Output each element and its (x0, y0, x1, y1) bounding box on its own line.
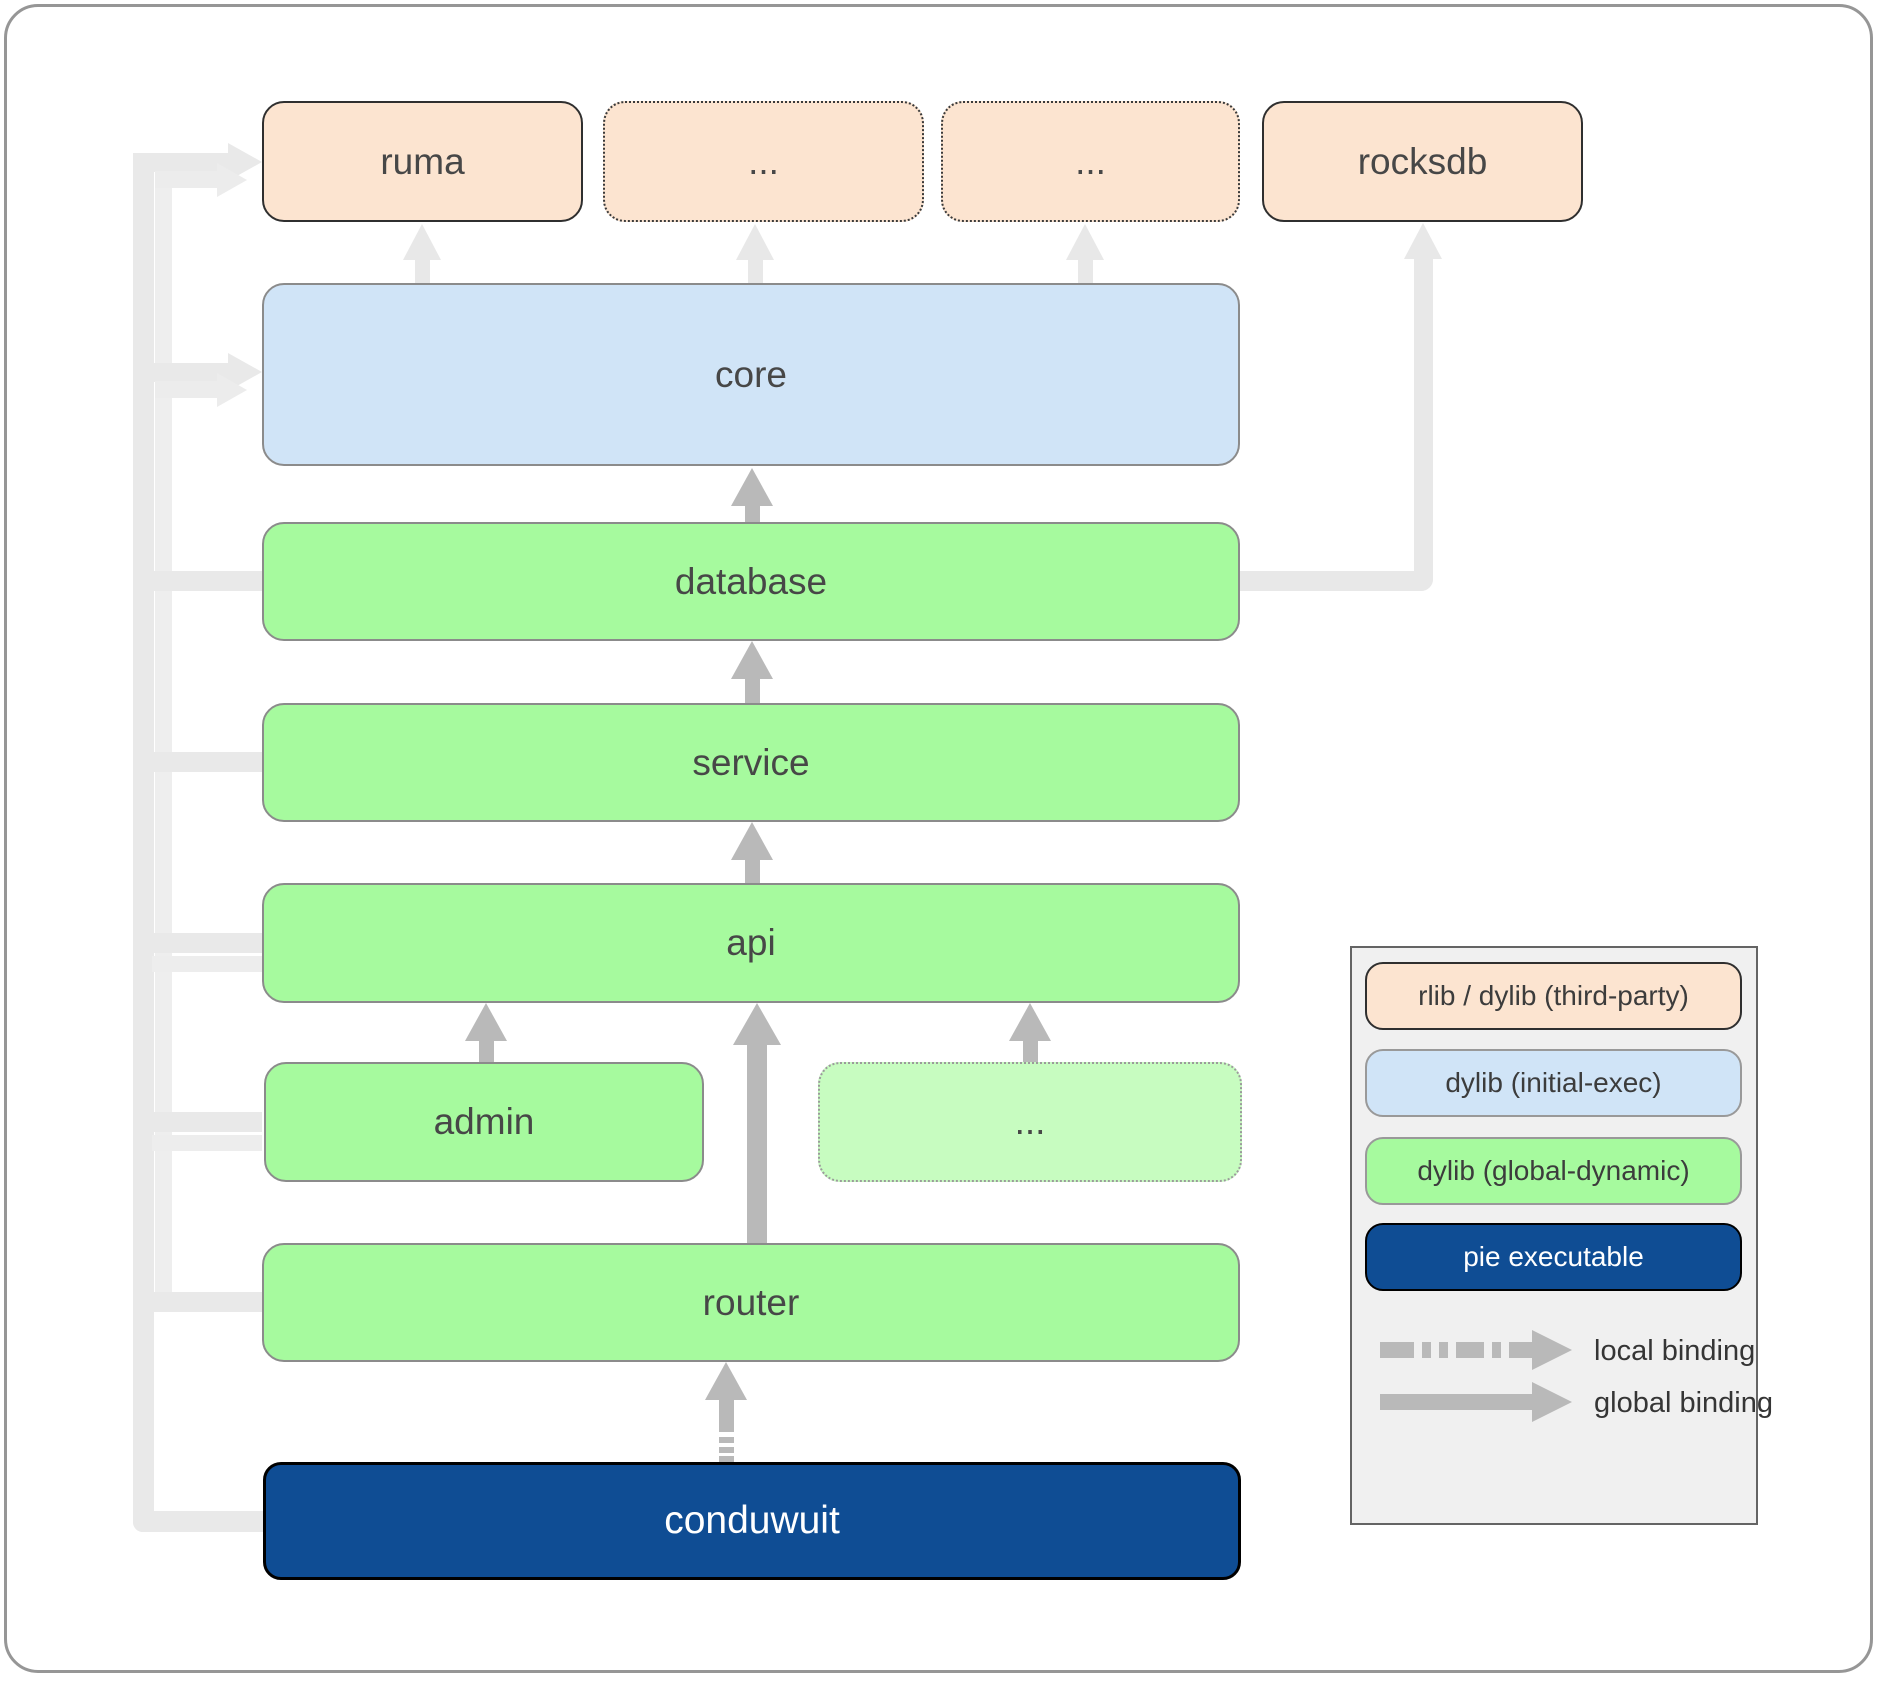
global-binding-label: global binding (1594, 1387, 1773, 1419)
left-bus-trunk-inner (155, 172, 172, 1300)
node-third-party-more-1-label: ... (748, 140, 779, 182)
left-bus-trunk (133, 153, 154, 1532)
page-border (4, 4, 1873, 1673)
node-service-label: service (692, 741, 810, 783)
legend: rlib / dylib (third-party) dylib (initia… (1350, 946, 1773, 1525)
local-binding-arrow-dash5 (1492, 1342, 1501, 1358)
local-binding-arrow-dash2 (1422, 1342, 1431, 1358)
bus-stub-database (140, 571, 262, 591)
edge-core-more1-head (736, 224, 774, 260)
edge-more-api-shaft (1023, 1038, 1038, 1062)
node-router-label: router (702, 1281, 800, 1323)
local-binding-arrow-dash4 (1456, 1342, 1484, 1358)
edge-api-service-head (731, 822, 773, 860)
edge-conduwuit-router-dash1 (719, 1437, 734, 1443)
node-database-label: database (674, 560, 828, 602)
node-third-party-more-1: ... (603, 101, 924, 222)
edge-conduwuit-router-dash2 (719, 1447, 734, 1453)
edge-service-database-shaft (745, 676, 760, 703)
legend-key-third-party-label: rlib / dylib (third-party) (1418, 980, 1689, 1011)
bus-arrow-ruma2-shaft (155, 171, 217, 188)
node-rocksdb: rocksdb (1262, 101, 1583, 222)
local-binding-arrow-dash3 (1439, 1342, 1448, 1358)
edge-database-rocksdb-hshaft (1240, 571, 1433, 591)
legend-key-pie-executable-label: pie executable (1463, 1241, 1644, 1272)
node-third-party-more-2-label: ... (1075, 140, 1106, 182)
bus-arrow-core2-shaft (155, 381, 217, 398)
legend-key-global-dynamic-label: dylib (global-dynamic) (1417, 1155, 1690, 1186)
edge-router-api-shaft (747, 1040, 767, 1243)
node-rocksdb-label: rocksdb (1357, 140, 1488, 182)
edge-database-rocksdb-head (1404, 223, 1442, 259)
node-ruma-label: ruma (380, 140, 465, 182)
node-core: core (262, 283, 1240, 466)
edge-database-core-head (731, 468, 773, 506)
edge-core-more2-head (1066, 224, 1104, 260)
node-admin: admin (264, 1062, 704, 1182)
bus-arrow-ruma-shaft (133, 153, 228, 172)
node-api: api (262, 883, 1240, 1003)
edge-conduwuit-router-shaft (719, 1396, 734, 1432)
edge-core-ruma-head (403, 224, 441, 260)
legend-key-initial-exec-label: dylib (initial-exec) (1445, 1067, 1662, 1098)
node-admin-label: admin (433, 1101, 535, 1142)
node-api-label: api (726, 922, 776, 963)
legend-key-pie-executable: pie executable (1365, 1223, 1742, 1291)
node-conduwuit-label: conduwuit (664, 1499, 840, 1542)
edge-core-ruma-shaft (415, 256, 430, 283)
bus-stub-service (140, 752, 262, 772)
edge-admin-api-head (465, 1003, 507, 1041)
edge-core-more2-shaft (1078, 256, 1093, 283)
bus-arrow-ruma2-head (217, 163, 247, 197)
bus-stub-router (140, 1292, 262, 1312)
edge-more-api-head (1009, 1003, 1051, 1041)
legend-key-third-party: rlib / dylib (third-party) (1365, 962, 1742, 1030)
bus-elbow-conduwuit (133, 1511, 263, 1532)
local-binding-arrow-dash1 (1380, 1342, 1414, 1358)
legend-key-global-dynamic: dylib (global-dynamic) (1365, 1137, 1742, 1205)
local-binding-label: local binding (1594, 1335, 1756, 1367)
local-binding-arrow-head (1532, 1330, 1572, 1370)
global-binding-arrow-head (1532, 1382, 1572, 1422)
bus-stub-api (140, 933, 262, 953)
edge-database-core-shaft (745, 502, 760, 522)
legend-key-initial-exec: dylib (initial-exec) (1365, 1049, 1742, 1117)
node-router: router (262, 1243, 1240, 1362)
edge-admin-api-shaft (479, 1038, 494, 1062)
bus-arrow-core2-head (217, 373, 247, 407)
global-binding-arrow-shaft (1380, 1394, 1532, 1410)
edge-database-rocksdb-vshaft (1414, 255, 1433, 591)
edge-conduwuit-router-dash3 (719, 1456, 734, 1462)
local-binding-arrow-shaft (1518, 1342, 1532, 1358)
node-third-party-more-2: ... (941, 101, 1240, 222)
node-database: database (262, 522, 1240, 641)
edge-core-more1-shaft (748, 256, 763, 283)
bus-stub-admin (140, 1112, 262, 1132)
edge-conduwuit-router-head (705, 1362, 747, 1400)
edge-api-service-shaft (745, 857, 760, 883)
bus-stub-api-2 (152, 956, 262, 972)
node-api-more-label: ... (1014, 1101, 1046, 1142)
local-binding-arrow-dash6 (1509, 1342, 1518, 1358)
bus-stub-admin-2 (152, 1135, 262, 1151)
node-api-more: ... (818, 1062, 1242, 1182)
node-ruma: ruma (262, 101, 583, 222)
node-service: service (262, 703, 1240, 822)
node-core-label: core (715, 353, 787, 395)
edge-service-database-head (731, 641, 773, 679)
edge-router-api-head (733, 1003, 781, 1045)
node-conduwuit: conduwuit (263, 1462, 1241, 1580)
bus-arrow-core-shaft (133, 363, 228, 382)
